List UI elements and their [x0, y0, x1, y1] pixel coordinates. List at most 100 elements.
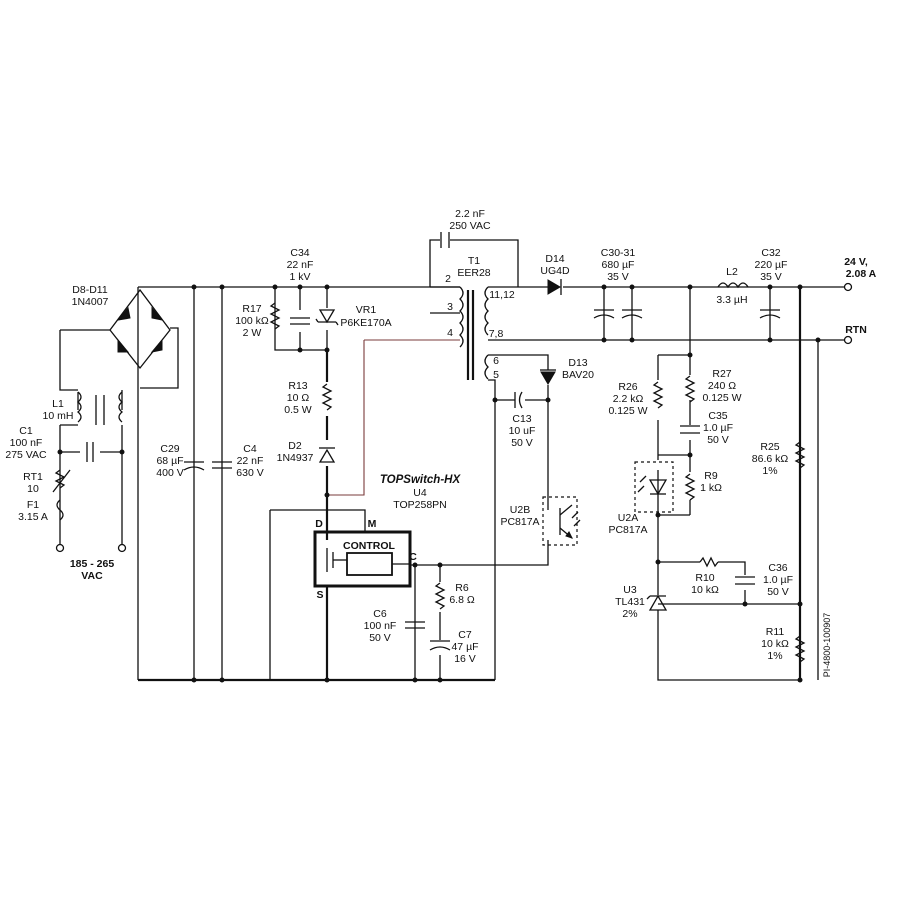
u2b-value: PC817A — [500, 516, 539, 528]
c4-rating: 630 V — [236, 467, 263, 479]
ac-input-terminal-1 — [55, 543, 65, 553]
f1-ref: F1 — [27, 499, 39, 511]
r26-ref: R26 — [618, 381, 637, 393]
u4-pin-m: M — [368, 518, 377, 530]
c1-symbol — [86, 442, 94, 462]
topswitch-chip-symbol — [313, 530, 412, 588]
symbols — [52, 232, 806, 663]
c6-symbol — [405, 621, 425, 629]
c36-value: 1.0 µF — [763, 574, 793, 586]
c30-rating: 35 V — [607, 271, 629, 283]
r26-value: 2.2 kΩ — [613, 393, 644, 405]
f1-symbol — [56, 499, 64, 521]
r26-rating: 0.125 W — [608, 405, 647, 417]
r9-ref: R9 — [704, 470, 718, 482]
r10-value: 10 kΩ — [691, 584, 719, 596]
l1-value: 10 mH — [43, 410, 74, 422]
c32-ref: C32 — [761, 247, 780, 259]
u2b-phototransistor-symbol — [542, 496, 581, 546]
rt1-value: 10 — [27, 483, 39, 495]
junctions — [55, 282, 853, 683]
r6-symbol — [434, 582, 446, 610]
c4-symbol — [212, 461, 232, 469]
r27-value: 240 Ω — [708, 380, 736, 392]
c30-ref: C30-31 — [601, 247, 636, 259]
f1-value: 3.15 A — [18, 511, 48, 523]
d2-symbol — [318, 447, 336, 463]
r25-symbol — [794, 441, 806, 469]
r25-tolerance: 1% — [762, 465, 777, 477]
rt1-symbol — [52, 469, 71, 493]
t1-pin-6: 6 — [493, 355, 499, 367]
r9-symbol — [684, 473, 696, 501]
d14-symbol — [547, 279, 562, 295]
bridge-ref: D8-D11 — [72, 284, 108, 296]
input-voltage-range: 185 - 265 — [70, 558, 115, 570]
c32-symbol — [759, 309, 781, 319]
c1-rating: 275 VAC — [5, 449, 47, 461]
r25-value: 86.6 kΩ — [752, 453, 789, 465]
c1-value: 100 nF — [10, 437, 43, 449]
t1-value: EER28 — [457, 267, 490, 279]
t1-pin-2: 2 — [445, 273, 451, 285]
c7-ref: C7 — [458, 629, 472, 641]
c29-symbol — [183, 461, 205, 471]
u4-pin-c: C — [409, 551, 417, 563]
t1-pin-3: 3 — [447, 301, 453, 313]
c35-rating: 50 V — [707, 434, 729, 446]
cy-value: 2.2 nF — [455, 208, 485, 220]
c13-symbol — [514, 391, 523, 409]
u2a-led-symbol — [634, 461, 674, 513]
input-voltage-unit: VAC — [81, 570, 103, 582]
drawing-id: PI-4800-100907 — [822, 613, 832, 678]
r11-value: 10 kΩ — [761, 638, 789, 650]
c7-value: 47 µF — [451, 641, 478, 653]
t1-transformer-symbol — [459, 286, 489, 380]
cy-rating: 250 VAC — [449, 220, 491, 232]
r27-rating: 0.125 W — [702, 392, 741, 404]
c1-ref: C1 — [19, 425, 33, 437]
r10-symbol — [699, 556, 719, 568]
cy-symbol — [440, 232, 450, 248]
t1-pin-5: 5 — [493, 369, 499, 381]
r11-ref: R11 — [766, 626, 785, 638]
u4-value: TOP258PN — [393, 499, 447, 511]
r27-symbol — [684, 375, 696, 403]
l2-value: 3.3 µH — [716, 294, 747, 306]
c35-ref: C35 — [708, 410, 727, 422]
vr1-ref: VR1 — [356, 304, 377, 316]
d13-symbol — [540, 369, 556, 385]
c29-value: 68 µF — [156, 455, 183, 467]
l2-symbol — [717, 282, 749, 289]
d14-value: UG4D — [540, 265, 570, 277]
c30-value: 680 µF — [602, 259, 635, 271]
t1-pin-11-12: 11,12 — [489, 289, 515, 301]
c6-rating: 50 V — [369, 632, 391, 644]
u2a-value: PC817A — [608, 524, 647, 536]
r17-value: 100 kΩ — [235, 315, 269, 327]
output-24v-terminal — [843, 282, 853, 292]
vr1-value: P6KE170A — [340, 317, 391, 329]
c4-value: 22 nF — [237, 455, 264, 467]
c36-symbol — [735, 576, 755, 585]
c13-rating: 50 V — [511, 437, 533, 449]
c13-value: 10 uF — [509, 425, 536, 437]
c34-value: 22 nF — [287, 259, 314, 271]
c31-symbol — [621, 309, 643, 319]
d2-value: 1N4937 — [277, 452, 314, 464]
c6-ref: C6 — [373, 608, 387, 620]
c7-rating: 16 V — [454, 653, 476, 665]
c36-ref: C36 — [768, 562, 787, 574]
d13-value: BAV20 — [562, 369, 594, 381]
u2a-ref: U2A — [618, 512, 638, 524]
c30-symbol — [593, 309, 615, 319]
r26-symbol — [652, 381, 664, 409]
c34-symbol — [290, 317, 310, 325]
ac-input-terminal-2 — [117, 543, 127, 553]
r13-rating: 0.5 W — [284, 404, 312, 416]
u3-value: TL431 — [615, 596, 645, 608]
output-rtn: RTN — [845, 324, 867, 336]
r10-ref: R10 — [695, 572, 714, 584]
c29-ref: C29 — [160, 443, 179, 455]
